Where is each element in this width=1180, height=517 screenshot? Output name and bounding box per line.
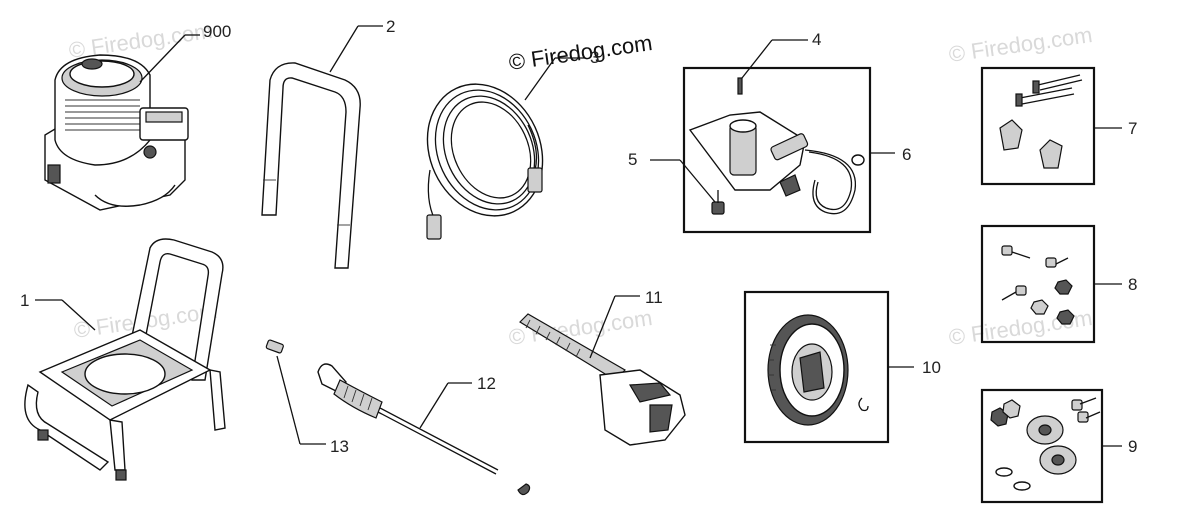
callout-hardware-kit: 8 — [1128, 275, 1137, 294]
handle-drawing — [261, 62, 361, 269]
wheel-kit-box — [980, 388, 1104, 504]
leader-pin — [741, 39, 773, 79]
gun-drawing — [519, 313, 686, 446]
watermark-main: © Firedog.com — [507, 30, 654, 75]
callout-wheel: 10 — [922, 358, 941, 377]
hardware-kit-drawing — [1001, 245, 1075, 325]
leader-handle — [329, 25, 359, 73]
callout-pump: 6 — [902, 145, 911, 164]
callout-handle-hardware: 7 — [1128, 119, 1137, 138]
callout-engine: 900 — [203, 22, 231, 41]
pump-drawing — [688, 77, 865, 215]
lance-drawing — [317, 363, 531, 496]
callout-handle: 2 — [386, 17, 395, 36]
wheel-drawing — [767, 314, 869, 426]
callout-hose: 3 — [590, 48, 599, 67]
callout-valve: 5 — [628, 150, 637, 169]
callout-frame: 1 — [20, 291, 29, 310]
engine-drawing — [44, 54, 189, 211]
leader-valve — [679, 159, 716, 203]
nozzle-drawing — [265, 339, 284, 354]
handle-hardware-drawing — [999, 74, 1083, 169]
frame-drawing — [24, 238, 226, 481]
hose-drawing — [426, 83, 544, 240]
callout-wheel-kit: 9 — [1128, 437, 1137, 456]
callout-pin: 4 — [812, 30, 821, 49]
leader-gun — [589, 295, 616, 359]
wheel-kit-drawing — [990, 397, 1101, 491]
watermark-faint-2: © Firedog.com — [947, 22, 1094, 67]
handle-hardware-box — [980, 66, 1096, 186]
callout-gun: 11 — [645, 288, 663, 307]
leader-frame — [61, 299, 96, 331]
watermark-faint-5: © Firedog.com — [947, 305, 1094, 350]
callout-nozzle: 13 — [330, 437, 349, 456]
leader-nozzle — [276, 355, 301, 445]
callout-lance: 12 — [477, 374, 496, 393]
pump-kit-box — [682, 66, 872, 234]
leader-lance — [419, 382, 449, 429]
leader-hose — [524, 57, 556, 101]
leader-engine — [139, 34, 186, 83]
